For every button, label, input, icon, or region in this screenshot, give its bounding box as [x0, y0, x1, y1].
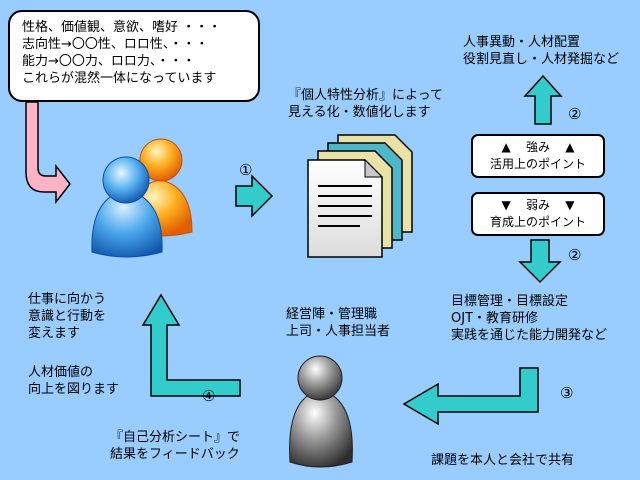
- value-caption: 人材価値の 向上を図ります: [28, 364, 119, 398]
- arrow-up-2: [523, 74, 563, 125]
- management-line: 上司・人事担当者: [286, 324, 391, 339]
- gray-person-icon: [289, 355, 353, 468]
- pink-curved-arrow: [25, 101, 71, 205]
- step-2-label-bottom: ②: [568, 246, 582, 264]
- share-caption: 課題を本人と会社で共有: [431, 453, 575, 468]
- goals-line: 目標管理・目標設定: [451, 294, 569, 309]
- arrow-right-1: [235, 174, 274, 218]
- up-triangle-icon: ▲: [501, 140, 511, 154]
- step-3-label: ③: [560, 384, 574, 402]
- goals-caption: 目標管理・目標設定 OJT・教育研修 実践を通じた能力開発など: [451, 293, 607, 344]
- weakness-title: ▼ 弱み ▼: [473, 197, 603, 214]
- value-line: 人材価値の: [28, 365, 94, 380]
- strength-label: 強み: [525, 140, 550, 154]
- step-2-label-top: ②: [568, 105, 582, 123]
- awareness-line: 仕事に向かう: [28, 292, 107, 307]
- value-line: 向上を図ります: [28, 382, 120, 397]
- bubble-line: 性格、価値観、意欲、嗜好 ・・・: [22, 20, 222, 35]
- analysis-caption: 『個人特性分析』によって 見える化・数値化します: [288, 87, 443, 121]
- feedback-line: 結果をフィードバック: [110, 447, 240, 462]
- feedback-line: 『自己分析シート』で: [110, 430, 241, 445]
- hr-line: 人事異動・人材配置: [463, 35, 581, 50]
- strength-title: ▲ 強み ▲: [473, 139, 603, 156]
- awareness-caption: 仕事に向かう 意識と行動を 変えます: [28, 291, 106, 342]
- weakness-label: 弱み: [525, 198, 550, 212]
- analysis-line: 『個人特性分析』によって: [288, 88, 443, 103]
- documents-icon: [307, 134, 413, 258]
- up-triangle-icon: ▲: [565, 140, 575, 154]
- goals-line: 実践を通じた能力開発など: [451, 328, 608, 343]
- step-1-label: ①: [239, 161, 253, 179]
- traits-bubble: 性格、価値観、意欲、嗜好 ・・・ 志向性→〇〇性、ロロ性、・・・ 能力→〇〇力、…: [8, 10, 260, 102]
- goals-line: OJT・教育研修: [451, 311, 539, 326]
- management-caption: 経営陣・管理職 上司・人事担当者: [286, 306, 390, 340]
- arrow-up-4: [141, 293, 241, 397]
- management-line: 経営陣・管理職: [286, 307, 378, 322]
- arrow-down-2: [518, 239, 562, 284]
- down-triangle-icon: ▼: [565, 198, 575, 212]
- down-triangle-icon: ▼: [501, 198, 511, 212]
- hr-caption: 人事異動・人材配置 役割見直し・人材発掘など: [463, 34, 619, 68]
- arrow-left-3: [402, 367, 539, 426]
- blue-person-icon: [91, 156, 163, 258]
- hr-line: 役割見直し・人材発掘など: [463, 52, 620, 67]
- strength-sub: 活用上のポイント: [489, 157, 586, 171]
- awareness-line: 変えます: [28, 326, 81, 341]
- strength-box: ▲ 強み ▲ 活用上のポイント: [471, 134, 605, 178]
- step-4-label: ④: [202, 387, 216, 405]
- bubble-line: これらが混然一体になっています: [22, 71, 217, 86]
- bubble-line: 能力→〇〇力、ロロ力、・・・: [22, 54, 196, 69]
- weakness-sub: 育成上のポイント: [489, 215, 586, 229]
- bubble-line: 志向性→〇〇性、ロロ性、・・・: [22, 37, 209, 52]
- awareness-line: 意識と行動を: [28, 309, 107, 324]
- weakness-box: ▼ 弱み ▼ 育成上のポイント: [471, 192, 605, 236]
- analysis-line: 見える化・数値化します: [288, 105, 431, 120]
- feedback-caption: 『自己分析シート』で 結果をフィードバック: [110, 429, 240, 463]
